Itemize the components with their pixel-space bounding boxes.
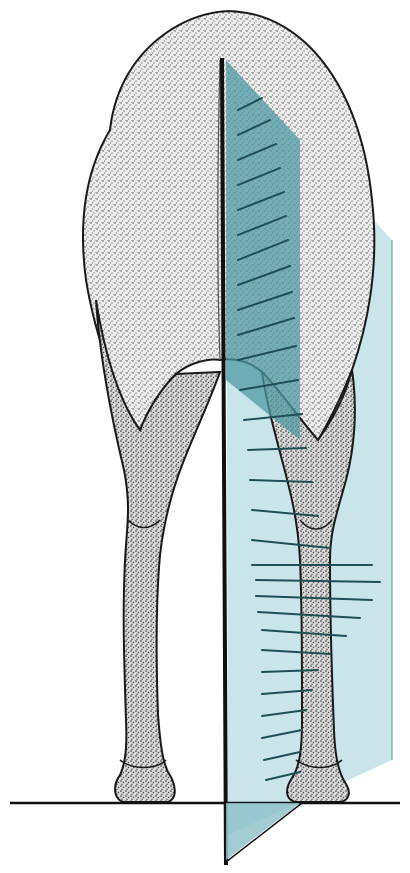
horse-plane-diagram	[0, 0, 410, 873]
